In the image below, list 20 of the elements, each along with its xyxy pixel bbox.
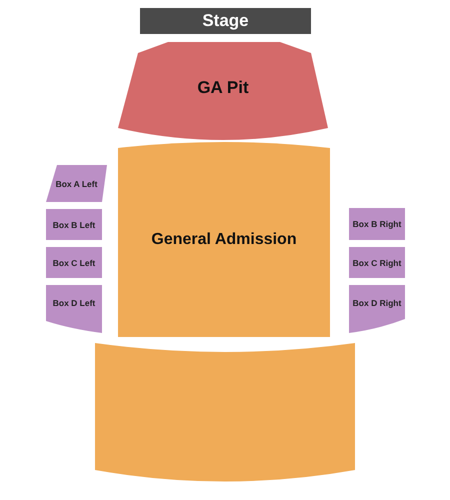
- box-seating-section: [349, 247, 405, 278]
- box-seating-section: [349, 285, 405, 333]
- section-label: Stage: [202, 11, 249, 31]
- section-label: Box C Left: [52, 258, 96, 268]
- box-seating-section: [349, 208, 405, 240]
- box-seating-section: [46, 209, 102, 240]
- section-label: Box C Right: [352, 258, 402, 268]
- box-seating-section: [46, 285, 102, 333]
- seating-section: [118, 142, 330, 337]
- box-seating-section: [46, 247, 102, 278]
- box-seating-section: [46, 165, 107, 202]
- stage-area: [140, 8, 311, 34]
- section-label: General Admission: [151, 230, 297, 248]
- section-label: Box D Left: [52, 298, 96, 308]
- section-label: Box B Right: [352, 219, 402, 229]
- section-label: Box A Left: [56, 178, 98, 188]
- pit-section: [118, 42, 328, 141]
- section-label: Box D Right: [352, 298, 402, 308]
- section-label: GA Pit: [197, 78, 249, 98]
- section-label: Box B Left: [52, 220, 96, 230]
